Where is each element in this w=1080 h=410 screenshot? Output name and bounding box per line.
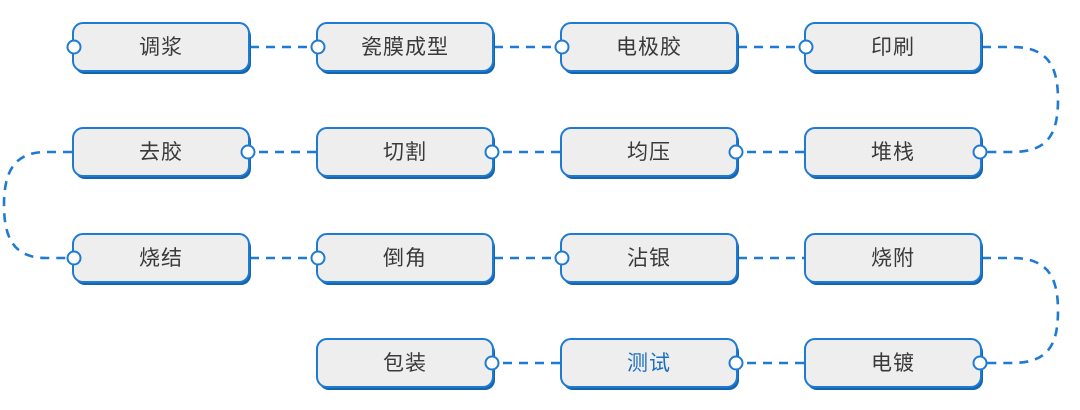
node-port-right[interactable]	[972, 144, 988, 160]
node-port-left[interactable]	[310, 250, 326, 266]
process-node-label: 瓷膜成型	[361, 35, 449, 59]
process-node-baozhuang[interactable]: 包装	[316, 338, 500, 388]
node-port-right[interactable]	[484, 355, 500, 371]
process-node-label: 电镀	[871, 351, 915, 375]
node-port-left[interactable]	[554, 39, 570, 55]
process-node-label: 电极胶	[616, 35, 682, 59]
process-node-duizhan[interactable]: 堆栈	[804, 127, 988, 177]
node-port-left[interactable]	[554, 250, 570, 266]
process-node-diandu[interactable]: 电镀	[804, 338, 988, 388]
process-node-yinshua[interactable]: 印刷	[798, 22, 982, 72]
process-node-label: 烧结	[139, 246, 183, 270]
process-node-cimochengxing[interactable]: 瓷膜成型	[310, 22, 494, 72]
process-node-label: 调浆	[139, 35, 183, 59]
node-port-left[interactable]	[66, 39, 82, 55]
node-port-left[interactable]	[798, 39, 814, 55]
process-node-label: 印刷	[871, 35, 915, 59]
process-node-label: 倒角	[383, 246, 427, 270]
process-node-tiaojiang[interactable]: 调浆	[66, 22, 250, 72]
process-node-label: 烧附	[871, 246, 915, 270]
process-node-label: 沾银	[627, 246, 671, 270]
node-port-right[interactable]	[484, 144, 500, 160]
process-node-qujiao[interactable]: 去胶	[72, 127, 256, 177]
node-port-right[interactable]	[972, 355, 988, 371]
process-node-daojiao[interactable]: 倒角	[310, 233, 494, 283]
process-node-ceshi[interactable]: 测试	[560, 338, 744, 388]
node-port-left[interactable]	[66, 250, 82, 266]
edge-shaofu-diandu	[982, 256, 1060, 365]
process-node-junya[interactable]: 均压	[560, 127, 744, 177]
edge-yinshua-duizhan	[982, 45, 1060, 154]
process-node-qiege[interactable]: 切割	[316, 127, 500, 177]
process-node-label: 去胶	[139, 140, 183, 164]
process-node-shaojie[interactable]: 烧结	[66, 233, 250, 283]
node-port-right[interactable]	[728, 355, 744, 371]
process-node-zhanyin[interactable]: 沾银	[554, 233, 738, 283]
process-node-label: 测试	[627, 351, 671, 375]
node-port-right[interactable]	[240, 144, 256, 160]
process-node-label: 均压	[627, 140, 671, 164]
node-port-right[interactable]	[728, 144, 744, 160]
process-node-label: 堆栈	[871, 140, 915, 164]
process-node-label: 包装	[383, 351, 427, 375]
process-node-shaofu[interactable]: 烧附	[804, 233, 982, 283]
edge-qujiao-shaojie	[2, 150, 72, 260]
node-port-left[interactable]	[310, 39, 326, 55]
process-node-dianjijiao[interactable]: 电极胶	[554, 22, 738, 72]
process-node-label: 切割	[383, 140, 427, 164]
